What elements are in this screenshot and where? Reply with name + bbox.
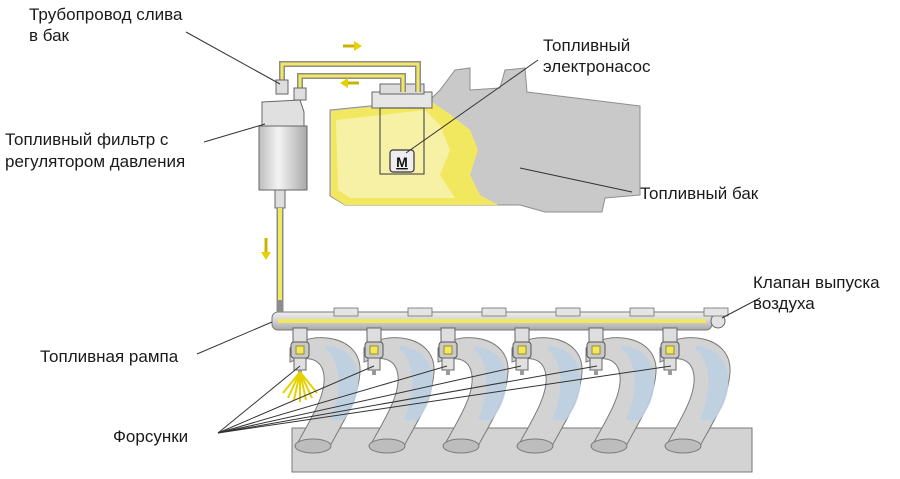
pump-housing: [379, 107, 425, 175]
leader-injector-5: [217, 365, 598, 434]
rail-mount: [407, 307, 433, 317]
label-rail: Топливная рампа: [40, 347, 179, 366]
rail-mount: [333, 307, 359, 317]
label-drain-line-1: Трубопровод слива: [29, 5, 183, 24]
label-valve-1: Клапан выпуска: [753, 273, 880, 292]
drain-line-fuel: [280, 62, 420, 92]
injector: [512, 327, 532, 375]
fuel-rail: [271, 300, 729, 331]
leader-pump: [405, 59, 539, 154]
leader-injector-1: [217, 365, 301, 434]
injector: [290, 327, 310, 375]
label-filter-1: Топливный фильтр с: [5, 130, 169, 149]
pump-motor-symbol: M: [396, 154, 408, 170]
leader-tank: [519, 167, 633, 193]
manifold-runner: [363, 337, 435, 454]
leader-injector-6: [217, 365, 672, 434]
leader-injector-4: [217, 365, 522, 434]
filter-regulator: [261, 99, 305, 129]
filter-canister: [258, 125, 308, 191]
rail-mount: [481, 307, 507, 317]
flow-arrow-down: [261, 238, 271, 260]
labels: Трубопровод слива в бак Топливный фильтр…: [5, 5, 880, 446]
injector: [586, 327, 606, 375]
label-filter-2: регулятором давления: [5, 152, 185, 171]
leader-injector-2: [217, 365, 375, 434]
pump-motor: [389, 149, 415, 173]
rail-mount: [629, 307, 655, 317]
intake-manifold: [289, 337, 753, 473]
manifold-runner: [289, 337, 361, 454]
injector: [364, 327, 384, 375]
leader-valve: [721, 297, 761, 319]
injector: [660, 327, 680, 375]
label-pump-1: Топливный: [543, 36, 630, 55]
manifold-runner: [437, 337, 509, 454]
fuel-tank: [329, 67, 641, 213]
leader-rail: [196, 321, 273, 355]
leader-drain-line: [185, 31, 281, 85]
filter-bottom-fitting: [274, 189, 286, 209]
rail-mounts: [333, 307, 729, 317]
label-valve-2: воздуха: [753, 294, 815, 313]
injectors: [290, 327, 680, 375]
rail-fuel-channel: [278, 319, 706, 323]
leader-filter: [203, 123, 266, 143]
fuel-filter: [258, 79, 308, 300]
leader-lines: [185, 31, 761, 434]
flow-arrow-left: [340, 78, 359, 88]
label-tank: Топливный бак: [640, 184, 759, 203]
label-pump-2: электронасос: [543, 57, 651, 76]
label-injectors: Форсунки: [113, 427, 188, 446]
manifold-runner: [511, 337, 583, 454]
rail-mount: [703, 307, 729, 317]
rail-mount: [555, 307, 581, 317]
filter-top-fitting-2: [293, 87, 307, 101]
manifold-runners: [289, 337, 731, 454]
manifold-runner: [585, 337, 657, 454]
filter-top-fitting: [275, 79, 289, 95]
manifold-runner: [659, 337, 731, 454]
label-drain-line-2: в бак: [29, 26, 70, 45]
leader-injector-3: [217, 365, 448, 434]
flow-arrow-right: [343, 41, 362, 51]
